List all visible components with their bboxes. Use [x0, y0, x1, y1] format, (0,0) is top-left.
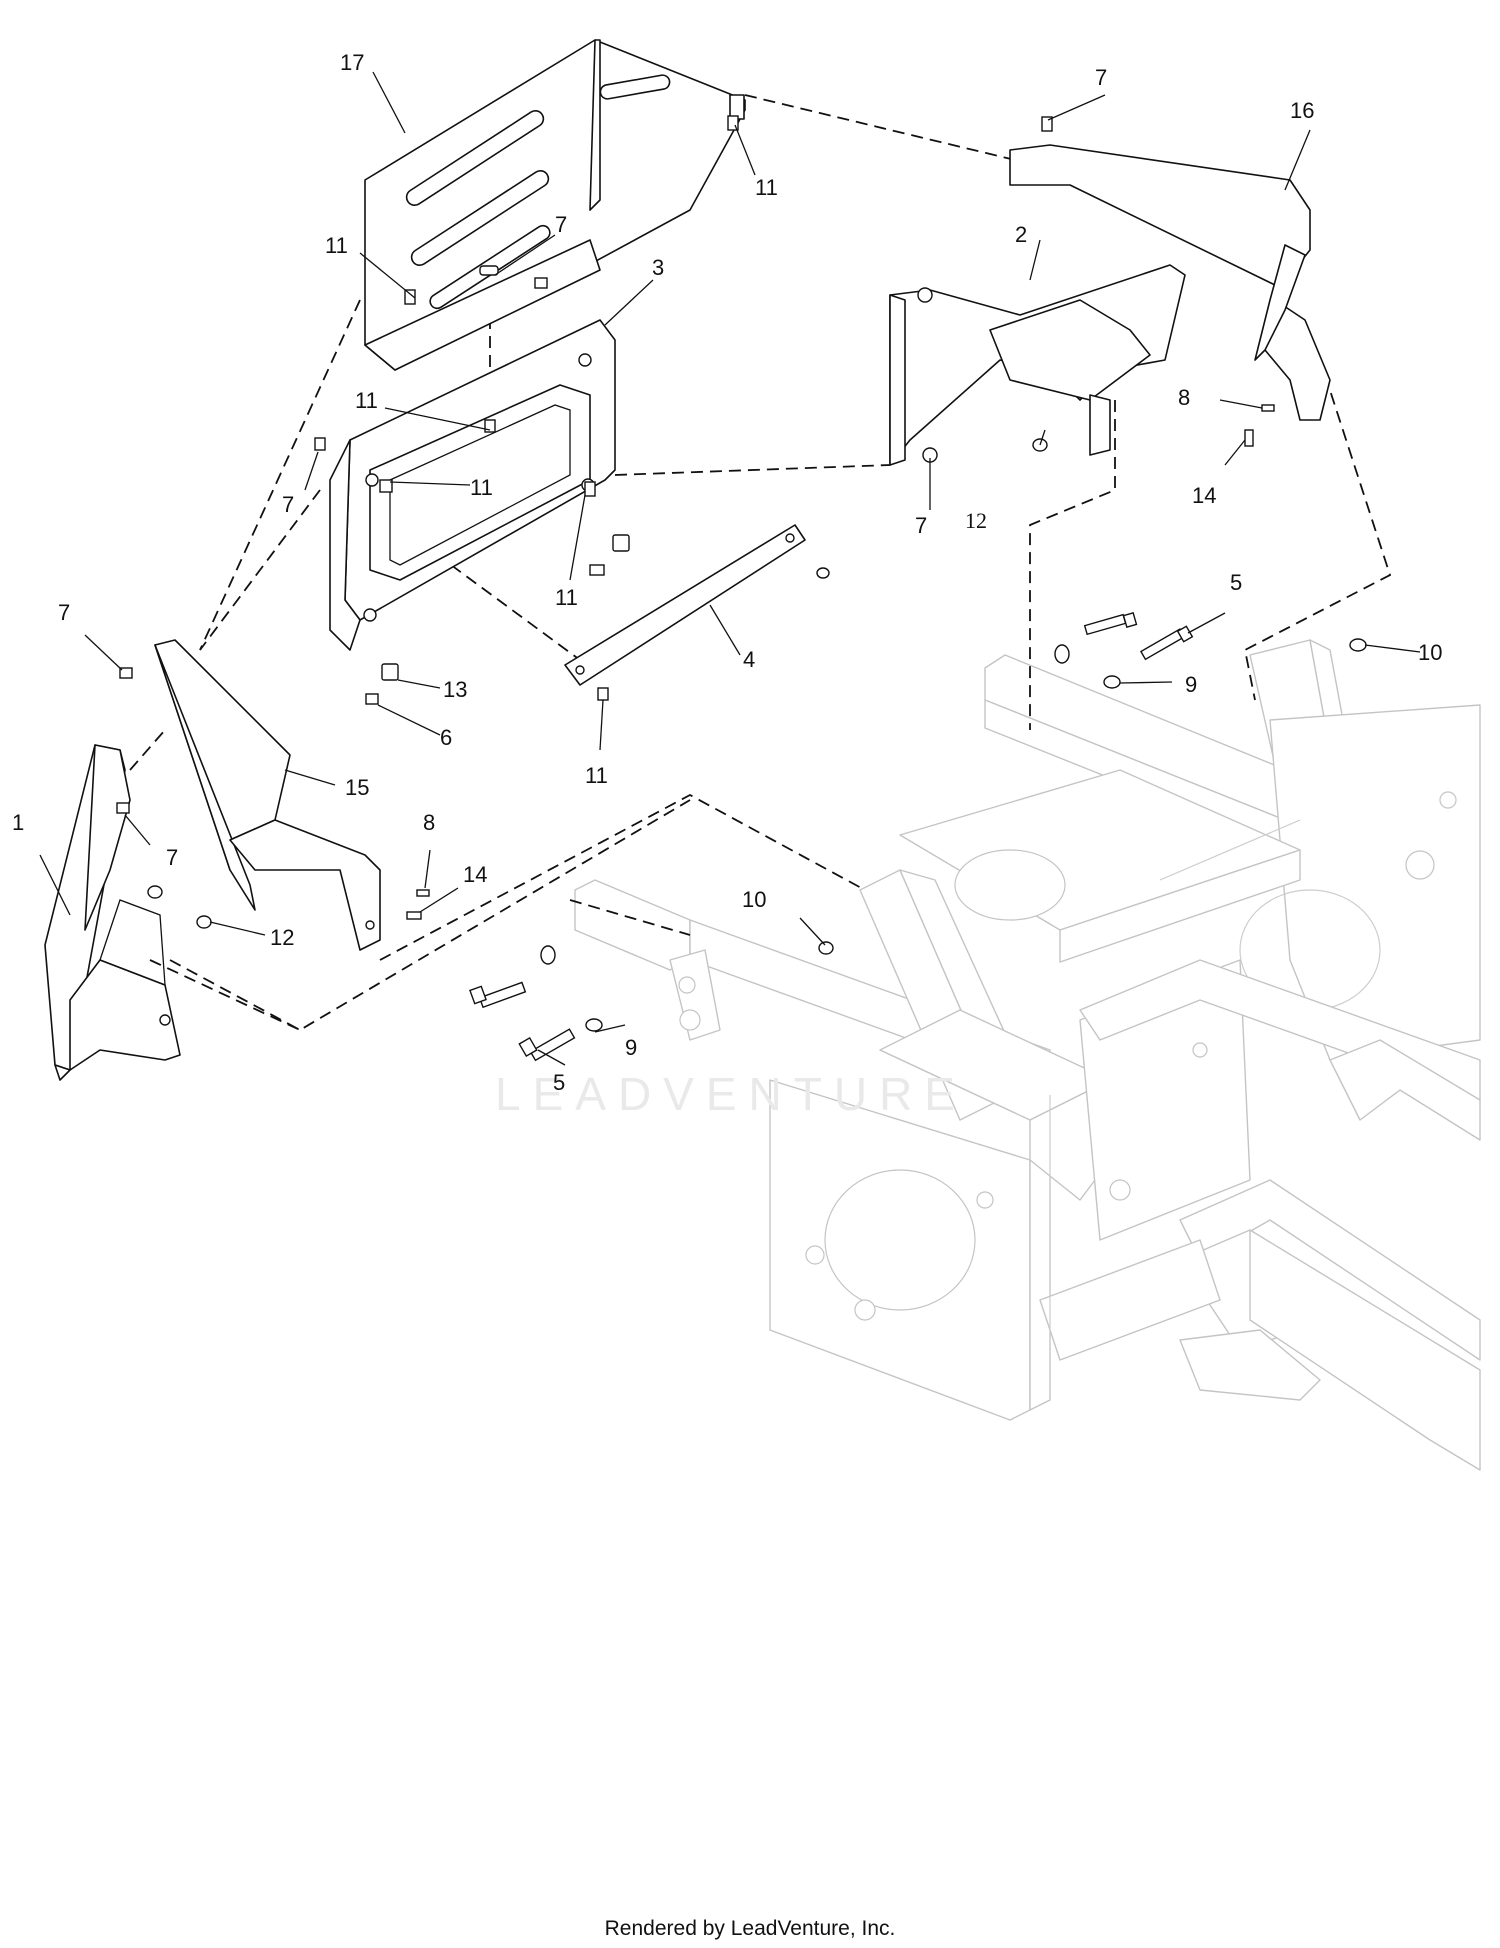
callout-7: 7 [1095, 65, 1107, 90]
clip-icon [727, 115, 739, 131]
nut-icon [147, 885, 163, 899]
callout-9: 9 [1185, 672, 1197, 697]
clip-nut-icon [612, 534, 630, 552]
washer-icon [585, 1018, 603, 1032]
nut-icon [818, 941, 834, 955]
screw-icon [1041, 116, 1053, 132]
callout-12: 12 [965, 508, 987, 533]
part-16-shield [1009, 144, 1331, 421]
part-1-bracket [44, 744, 181, 1081]
screw-icon [534, 277, 548, 289]
callout-11: 11 [585, 763, 608, 788]
callout-14: 14 [463, 862, 487, 887]
chassis-frame [574, 639, 1481, 1471]
nut-icon [196, 915, 212, 929]
screw-icon [116, 802, 130, 814]
screw-icon [589, 564, 605, 576]
callout-labels: 17 7 16 11 7 11 2 3 11 8 11 7 14 12 7 11… [12, 50, 1442, 1095]
callout-7: 7 [555, 212, 567, 237]
callout-3: 3 [652, 255, 664, 280]
callout-8: 8 [1178, 385, 1190, 410]
clip-icon [404, 289, 416, 305]
part-2-bracket [889, 264, 1186, 466]
callout-11: 11 [355, 388, 378, 413]
washer-icon [1349, 638, 1367, 652]
callout-7: 7 [58, 600, 70, 625]
callout-9: 9 [625, 1035, 637, 1060]
callout-17: 17 [340, 50, 364, 75]
callout-7: 7 [282, 492, 294, 517]
pin-icon [1244, 429, 1254, 447]
callout-11: 11 [755, 175, 778, 200]
part-4-strip [564, 524, 806, 686]
clip-icon [597, 687, 609, 701]
washer-icon [1103, 675, 1121, 689]
pin-icon [406, 911, 422, 920]
callout-8: 8 [423, 810, 435, 835]
callout-2: 2 [1015, 222, 1027, 247]
callout-14: 14 [1192, 483, 1216, 508]
callout-7: 7 [166, 845, 178, 870]
screw-icon [479, 265, 499, 276]
callout-11: 11 [470, 475, 493, 500]
clip-nut-icon [381, 663, 399, 681]
callout-5: 5 [1230, 570, 1242, 595]
callout-10: 10 [742, 887, 766, 912]
pin-icon [416, 889, 430, 897]
callout-1: 1 [12, 810, 24, 835]
nut-icon [816, 567, 830, 579]
leader-lines [39, 71, 1421, 1066]
callout-11: 11 [325, 233, 348, 258]
callout-12: 12 [270, 925, 294, 950]
clip-icon [584, 481, 596, 497]
callout-13: 13 [443, 677, 467, 702]
watermark: LEADVENTURE [495, 1068, 967, 1120]
part-17-shield [364, 39, 746, 371]
callout-16: 16 [1290, 98, 1314, 123]
washer-icon [540, 945, 556, 965]
part-3-bracket [329, 319, 616, 651]
screw-icon [314, 437, 326, 451]
clip-icon [484, 419, 496, 433]
screw-icon [119, 667, 133, 679]
callout-15: 15 [345, 775, 369, 800]
callout-10: 10 [1418, 640, 1442, 665]
callout-4: 4 [743, 647, 755, 672]
footer-credit: Rendered by LeadVenture, Inc. [604, 1917, 896, 1940]
callout-11: 11 [555, 585, 578, 610]
callout-6: 6 [440, 725, 452, 750]
screw-icon [365, 693, 379, 705]
bolt-icon [469, 611, 1194, 1062]
hardware [116, 115, 1367, 1062]
callout-5: 5 [553, 1070, 565, 1095]
callout-7: 7 [915, 513, 927, 538]
clip-icon [379, 479, 393, 493]
washer-icon [1054, 644, 1070, 664]
part-15-panel [154, 639, 381, 951]
pin-icon [1261, 404, 1275, 412]
